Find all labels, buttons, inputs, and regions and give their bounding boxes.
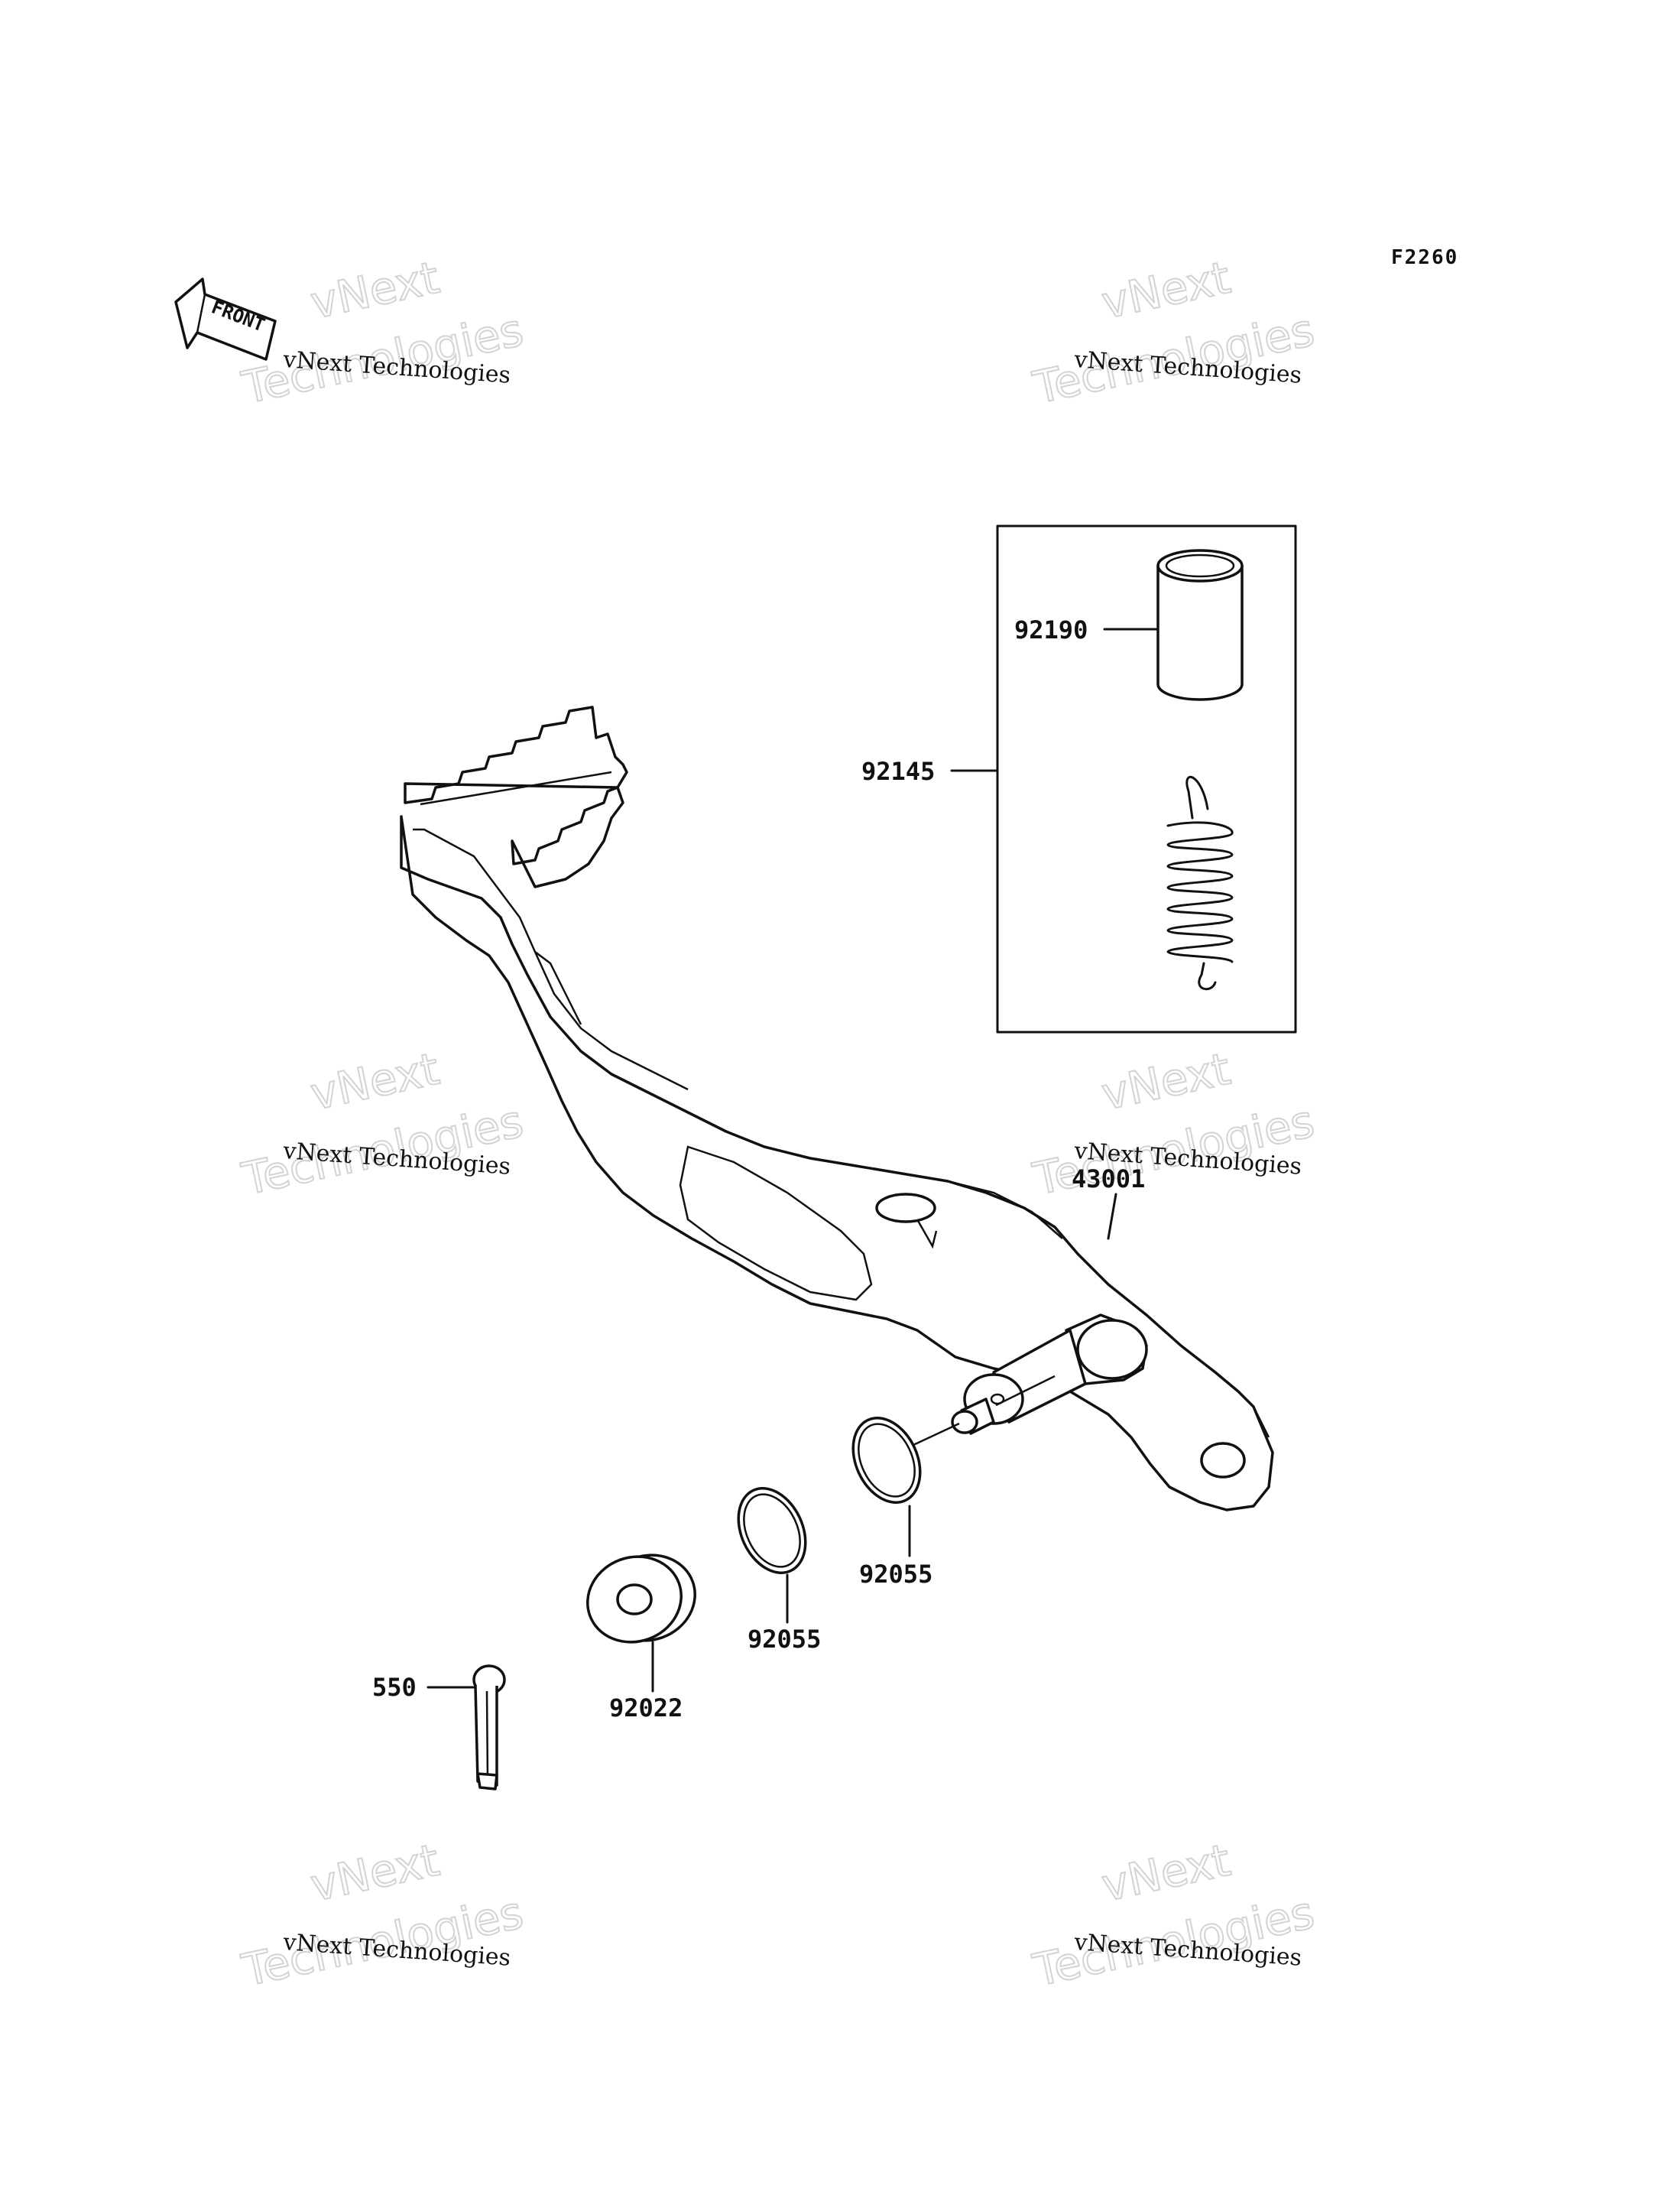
svg-text:vNext: vNext <box>1098 1834 1235 1912</box>
svg-text:vNext: vNext <box>1098 1043 1235 1121</box>
watermark-6: vNext Technologies <box>1028 1833 1320 1998</box>
front-arrow-icon: FRONT <box>174 278 277 361</box>
cotter-pin-550 <box>472 1664 506 1791</box>
washer-92055-b <box>737 1487 807 1574</box>
watermark-3: vNext Technologies <box>237 1042 529 1206</box>
callout-92055-b: 92055 <box>748 1625 821 1654</box>
svg-text:vNext: vNext <box>1098 252 1235 330</box>
kit-box <box>996 524 1297 1034</box>
callout-92145: 92145 <box>861 757 935 786</box>
watermark-5: vNext Technologies <box>237 1833 529 1998</box>
callout-43001: 43001 <box>1072 1164 1145 1193</box>
callout-550: 550 <box>372 1673 417 1702</box>
spring-icon <box>1166 776 1234 991</box>
svg-text:vNext: vNext <box>306 1043 444 1121</box>
leader-43001 <box>1107 1193 1117 1240</box>
callout-92190: 92190 <box>1014 615 1088 644</box>
callout-92055-a: 92055 <box>859 1560 932 1589</box>
watermark-2: vNext Technologies <box>1028 251 1320 415</box>
figure-code: F2260 <box>1391 246 1458 269</box>
watermark-4: vNext Technologies <box>1028 1042 1320 1206</box>
brake-pedal-43001 <box>400 706 1274 1511</box>
washer-92022 <box>586 1554 696 1644</box>
svg-text:vNext: vNext <box>306 252 444 330</box>
callout-92022: 92022 <box>609 1693 683 1722</box>
collar-92190 <box>1156 549 1244 701</box>
svg-text:vNext: vNext <box>306 1834 444 1912</box>
washer-92055-a <box>851 1417 960 1504</box>
